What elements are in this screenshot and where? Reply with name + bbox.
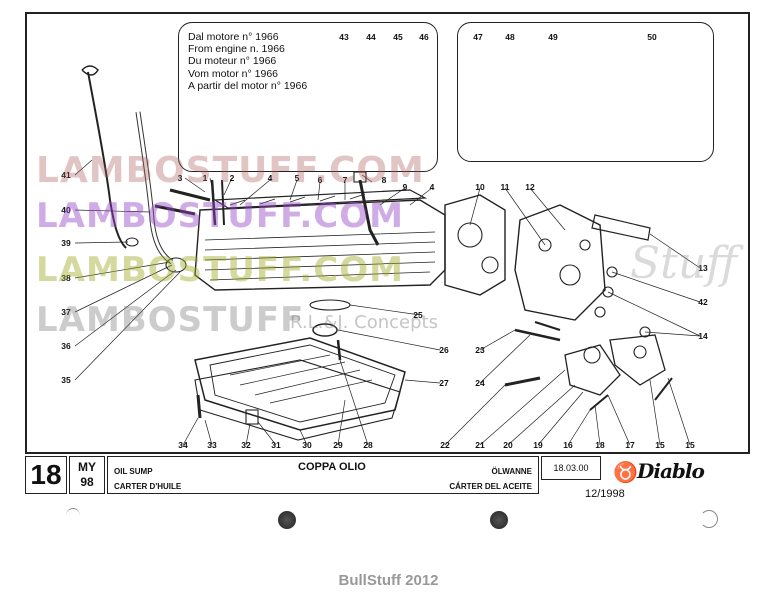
- inset-note-line: Dal motore n° 1966: [188, 31, 279, 43]
- title-description-box: COPPA OLIO OIL SUMP CARTER D'HUILE ÖLWAN…: [107, 456, 539, 494]
- model-year-box: MY 98: [69, 456, 105, 494]
- callout-22: 22: [440, 440, 450, 450]
- punch-hole: [278, 511, 296, 529]
- callout-32: 32: [241, 440, 251, 450]
- callout-28: 28: [363, 440, 373, 450]
- callout-27: 27: [439, 378, 449, 388]
- issue-date: 12/1998: [585, 488, 625, 500]
- callout-15: 15: [685, 440, 695, 450]
- punch-hole: [490, 511, 508, 529]
- callout-12: 12: [525, 182, 535, 192]
- inset-note: Dal motore n° 1966 From engine n. 1966 D…: [188, 31, 307, 92]
- model-year-label: MY: [78, 460, 96, 474]
- callout-37: 37: [61, 307, 71, 317]
- callout-20: 20: [503, 440, 513, 450]
- callout-7: 7: [342, 175, 348, 185]
- revision-date: 18.03.00: [541, 456, 601, 480]
- callout-11: 11: [500, 182, 510, 192]
- timing-cover: [444, 194, 506, 296]
- callout-36: 36: [61, 341, 71, 351]
- oil-pump-cover: [514, 204, 606, 321]
- cylinder-head: [194, 199, 446, 291]
- callout-4: 4: [429, 182, 435, 192]
- callout-18: 18: [595, 440, 605, 450]
- callout-47: 47: [473, 32, 483, 42]
- page-title: COPPA OLIO: [298, 461, 366, 473]
- callout-17: 17: [625, 440, 635, 450]
- desc-english: OIL SUMP: [114, 467, 153, 476]
- callout-29: 29: [333, 440, 343, 450]
- callout-34: 34: [178, 440, 188, 450]
- inset-note-line: Du moteur n° 1966: [188, 55, 277, 68]
- callout-16: 16: [563, 440, 573, 450]
- callout-40: 40: [61, 205, 71, 215]
- callout-24: 24: [475, 378, 485, 388]
- inset-engine-from-1966: [178, 22, 438, 172]
- callout-13: 13: [698, 263, 708, 273]
- drawing-frame: [25, 12, 750, 454]
- callout-25: 25: [413, 310, 423, 320]
- callout-35: 35: [61, 375, 71, 385]
- desc-german: ÖLWANNE: [491, 467, 532, 476]
- callout-50: 50: [647, 32, 657, 42]
- callout-43: 43: [339, 32, 349, 42]
- callout-45: 45: [393, 32, 403, 42]
- title-block: 18 MY 98 COPPA OLIO OIL SUMP CARTER D'HU…: [25, 456, 750, 500]
- callout-30: 30: [302, 440, 312, 450]
- inset-note-line: Vom motor n° 1966: [188, 67, 278, 80]
- callout-38: 38: [61, 273, 71, 283]
- inset-note-line: A partir del motor n° 1966: [188, 79, 308, 92]
- callout-2: 2: [229, 173, 235, 183]
- callout-14: 14: [698, 331, 708, 341]
- inset-note-line: From engine n. 1966: [188, 43, 285, 56]
- diablo-logo: Diablo: [637, 459, 705, 483]
- callout-48: 48: [505, 32, 515, 42]
- callout-1: 1: [202, 173, 208, 183]
- callout-23: 23: [475, 345, 485, 355]
- callout-9: 9: [402, 182, 408, 192]
- callout-41: 41: [61, 170, 71, 180]
- punch-hole-mark: [66, 508, 80, 523]
- callout-31: 31: [271, 440, 281, 450]
- footer-credit: BullStuff 2012: [338, 572, 439, 589]
- punch-hole-mark: [700, 510, 718, 528]
- callout-33: 33: [207, 440, 217, 450]
- model-year-value: 98: [80, 475, 94, 489]
- callout-19: 19: [533, 440, 543, 450]
- callout-15: 15: [655, 440, 665, 450]
- callout-6: 6: [317, 175, 323, 185]
- inset-detail-47-50: [457, 22, 714, 162]
- callout-10: 10: [475, 182, 485, 192]
- callout-44: 44: [366, 32, 376, 42]
- callout-21: 21: [475, 440, 485, 450]
- callout-49: 49: [548, 32, 558, 42]
- callout-5: 5: [294, 173, 300, 183]
- callout-42: 42: [698, 297, 708, 307]
- callout-3: 3: [177, 173, 183, 183]
- callout-26: 26: [439, 345, 449, 355]
- engine-mount: [564, 344, 621, 396]
- callout-8: 8: [381, 175, 387, 185]
- callout-4: 4: [267, 173, 273, 183]
- dipstick: [87, 71, 127, 249]
- table-number: 18: [25, 456, 67, 494]
- bull-logo-icon: ♉: [613, 462, 638, 484]
- callout-39: 39: [61, 238, 71, 248]
- desc-french: CARTER D'HUILE: [114, 482, 182, 491]
- desc-spanish: CÁRTER DEL ACEITE: [449, 482, 532, 491]
- callout-46: 46: [419, 32, 429, 42]
